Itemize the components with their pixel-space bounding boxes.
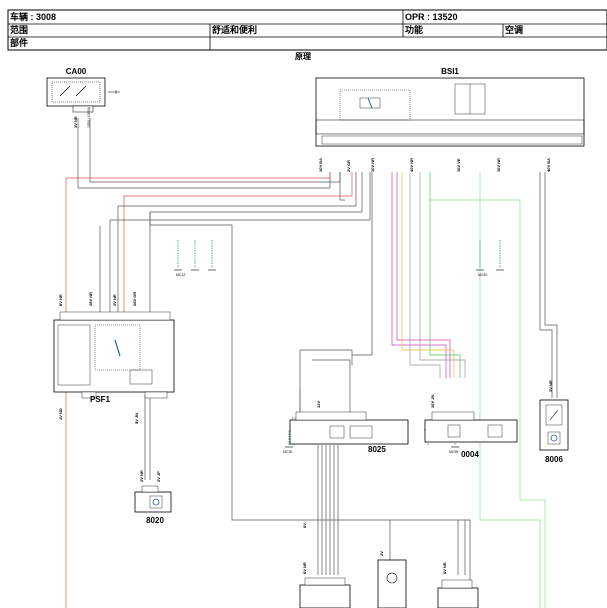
wire-label-8025-12v: 12V	[316, 401, 321, 408]
wire-label-bsi-10vba: 10V BA	[318, 158, 323, 172]
wire-label-psf-28vnr: 28V NR	[88, 292, 93, 306]
ground-label-mc30: MC30	[283, 450, 292, 454]
wire-bundle	[65, 118, 558, 608]
component-label-psf1: PSF1	[90, 395, 111, 404]
header-scope-label: 范围	[10, 24, 28, 35]
key-icon	[108, 90, 120, 94]
wire-label-psf-1vnd: 1V ND	[58, 408, 63, 420]
header-category: 舒适和便利	[212, 24, 257, 35]
wire-label-bsi-16vve: 16V VE	[456, 158, 461, 172]
ground-label-mc12: MC12	[176, 273, 185, 277]
wire-label-bottom-6v: 6V	[302, 523, 307, 528]
component-label-ca00: CA00	[66, 67, 87, 76]
header-function-label: 功能	[405, 24, 423, 35]
component-label-8006: 8006	[545, 455, 563, 464]
wire-label-psf-28vgr: 28V GR	[132, 292, 137, 306]
wire-label-bottom-6vnr-a: 6V NR	[302, 562, 307, 574]
gear-icon	[550, 434, 558, 442]
motor-icon	[386, 572, 398, 584]
component-label-8020: 8020	[146, 516, 164, 525]
wire-label-0004-26vjn: 26V JN	[430, 395, 435, 408]
wire-label-psf-5vjn: 5V JN	[134, 413, 139, 424]
header-part-label: 部件	[10, 37, 28, 48]
component-bsi1	[315, 77, 585, 147]
gear-icon-8020	[152, 498, 160, 506]
psf1-wire-labels: 8V NR 28V NR 2V NR 28V GR 1V ND 5V JN	[58, 292, 139, 424]
bottom-components	[299, 559, 479, 608]
wire-label-bsi-10vnr: 10V NR	[370, 158, 375, 172]
ground-label-mc55: MC55	[449, 450, 458, 454]
component-label-8025: 8025	[368, 445, 386, 454]
component-psf1	[53, 311, 175, 399]
diagram-title: 原理	[295, 52, 311, 61]
wire-label-8020-2vjp: 2V JP	[156, 471, 161, 482]
header-table	[7, 9, 607, 51]
wire-label-8006-3vnr: 3V NR	[548, 380, 553, 392]
header-opr: OPR : 13520	[405, 12, 458, 22]
component-label-0004: 0004	[461, 450, 479, 459]
component-ca00	[46, 77, 120, 113]
component-8006	[539, 399, 569, 451]
component-8025	[289, 388, 409, 445]
wire-label-ca00: 3V NR	[73, 116, 78, 128]
component-0004	[424, 411, 518, 443]
wire-codes-ca00: 1050 / 1005A	[87, 107, 91, 128]
component-8020	[134, 485, 172, 513]
ground-symbols	[174, 269, 504, 448]
wire-label-psf-8vnr: 8V NR	[58, 294, 63, 306]
wire-label-bottom-2v: 2V	[379, 551, 384, 556]
wire-label-bsi-2vgr: 2V GR	[346, 160, 351, 172]
wire-label-bsi-16vnr: 16V NR	[496, 158, 501, 172]
bsi1-wire-labels: 10V BA 2V GR 10V NR 40V NR 16V VE 16V NR…	[318, 158, 551, 172]
header-function-value: 空调	[505, 24, 523, 35]
wire-label-bsi-40vnr: 40V NR	[409, 158, 414, 172]
wire-label-psf-2vnr: 2V NR	[112, 294, 117, 306]
header-vehicle: 车辆 : 3008	[10, 11, 56, 22]
wire-label-bottom-6vnr-b: 6V NR	[442, 562, 447, 574]
ground-label-mc40: MC40	[478, 273, 487, 277]
wire-label-8020-2vnr: 2V NR	[139, 470, 144, 482]
wire-label-bsi-40vba: 40V BA	[546, 158, 551, 172]
component-label-bsi1: BSI1	[441, 67, 459, 76]
